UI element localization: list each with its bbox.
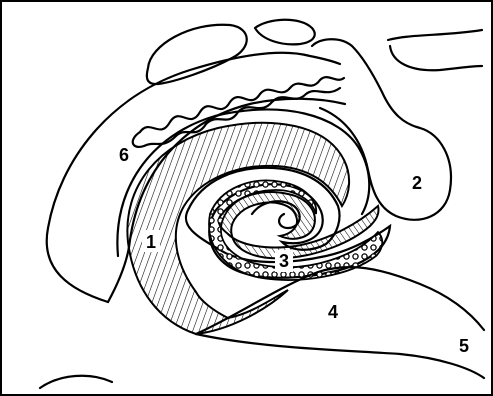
svg-text:1: 1: [146, 232, 156, 252]
top-right-contour: [388, 30, 482, 40]
svg-text:6: 6: [119, 145, 129, 165]
label-5: 5: [459, 336, 469, 356]
svg-text:3: 3: [279, 251, 289, 271]
svg-text:4: 4: [328, 302, 338, 322]
label-3: 3: [275, 250, 293, 272]
striated-band: [127, 123, 349, 334]
svg-text:2: 2: [412, 173, 422, 193]
svg-text:5: 5: [459, 336, 469, 356]
label-4: 4: [328, 302, 338, 322]
bottom-left-arc: [40, 376, 112, 388]
label-6: 6: [119, 145, 129, 165]
label-1: 1: [142, 230, 160, 252]
top-cap: [255, 20, 315, 45]
label-2: 2: [412, 173, 422, 193]
top-blob-left: [147, 25, 247, 84]
top-right-contour-2: [390, 46, 482, 70]
spiral-center-hook: [252, 201, 300, 228]
lower-channel-bottom: [196, 334, 484, 378]
lower-channel-top: [196, 267, 484, 334]
